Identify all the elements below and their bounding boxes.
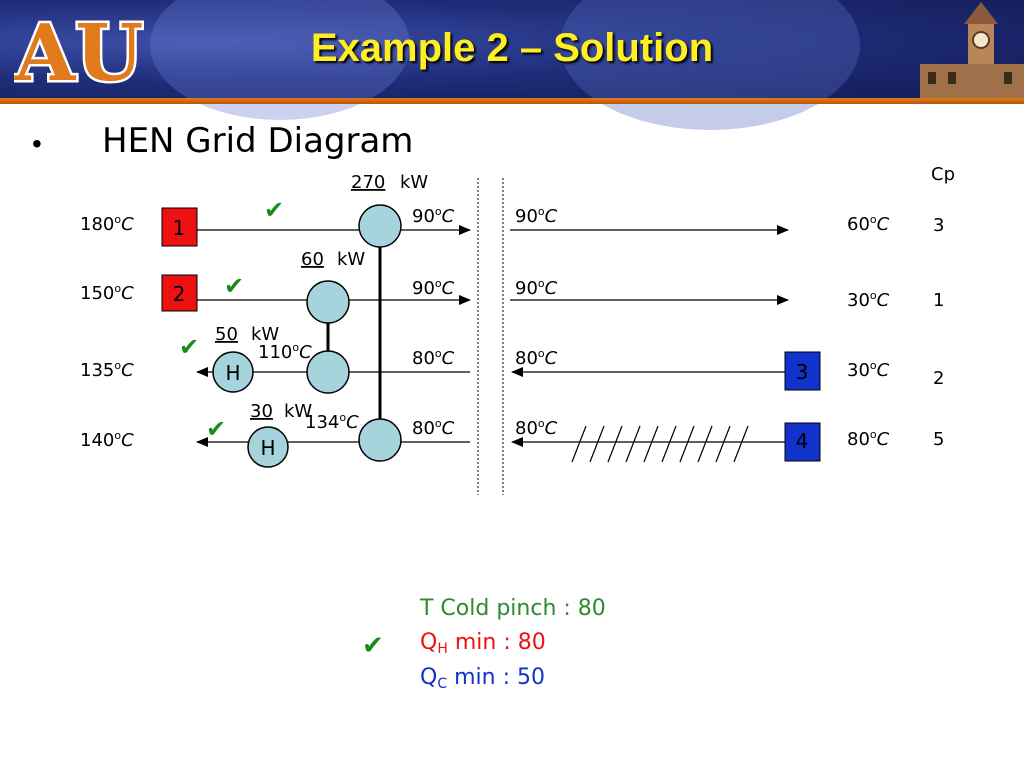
check-mark-icon: ✔ xyxy=(179,333,199,361)
duty-heater-3: 50 kW xyxy=(215,324,279,345)
exchanger-2-3-hot xyxy=(306,280,350,324)
exchanger-1-4-cold xyxy=(358,418,402,462)
stream-1-cp: 3 xyxy=(933,215,944,236)
diagram-heading: HEN Grid Diagram xyxy=(102,121,414,161)
duty-match-2-3: 60 kW xyxy=(301,249,365,270)
header-banner: AU Example 2 – Solution xyxy=(0,0,1024,130)
qc-symbol: Q xyxy=(420,665,438,690)
t-cold-pinch: T Cold pinch : 80 xyxy=(420,596,606,621)
check-mark-icon: ✔ xyxy=(224,272,244,300)
stream-3-pinch-right-temp: 80oC xyxy=(515,347,558,369)
qc-subscript: C xyxy=(437,676,448,692)
stream-3-intermediate-temp: 110oC xyxy=(258,341,312,363)
heater-stream-3-label: H xyxy=(225,361,240,385)
stream-1-id: 1 xyxy=(173,216,186,240)
stream-3-pinch-left-temp: 80oC xyxy=(412,347,455,369)
heater-stream-4 xyxy=(247,426,289,468)
heater-stream-3 xyxy=(212,351,254,393)
stream-1-box xyxy=(161,207,198,247)
qh-value: min : 80 xyxy=(447,630,546,655)
stream-3-cp: 2 xyxy=(933,368,944,389)
duty-match-2-3-value: 60 xyxy=(301,249,324,270)
stream-2-id: 2 xyxy=(173,282,186,306)
exchanger-2-3-cold xyxy=(306,350,350,394)
stream-2-pinch-left-temp: 90oC xyxy=(412,277,455,299)
stream-4-cp: 5 xyxy=(933,429,944,450)
stream-4-pinch-left-temp: 80oC xyxy=(412,417,455,439)
qh-min: QH min : 80 xyxy=(420,630,546,657)
duty-match-1-4: 270 kW xyxy=(351,172,428,193)
stream-4-box xyxy=(784,422,821,462)
svg-text:AU: AU xyxy=(14,8,143,94)
banner-swirl-right xyxy=(560,0,860,130)
cp-header: Cp xyxy=(931,164,955,185)
heater-stream-4-label: H xyxy=(260,436,275,460)
page-title: Example 2 – Solution xyxy=(310,26,714,70)
stream-2-outlet-temp: 30oC xyxy=(847,289,890,311)
stream-2-pinch-right-temp: 90oC xyxy=(515,277,558,299)
duty-heater-4-value: 30 xyxy=(250,401,273,422)
duty-heater-3-value: 50 xyxy=(215,324,238,345)
stream-3-outlet-temp: 135oC xyxy=(80,359,134,381)
stream-1-outlet-temp: 60oC xyxy=(847,213,890,235)
stream-1-pinch-right-temp: 90oC xyxy=(515,205,558,227)
duty-heater-3-unit: kW xyxy=(251,324,279,345)
stream-4-hatch xyxy=(571,425,749,463)
stream-2-inlet-temp: 150oC xyxy=(80,282,134,304)
stream-4-pinch-right-temp: 80oC xyxy=(515,417,558,439)
stream-3-box xyxy=(784,351,821,391)
stream-3-inlet-temp: 30oC xyxy=(847,359,890,381)
check-mark-icon: ✔ xyxy=(264,196,284,224)
qc-value: min : 50 xyxy=(447,665,545,690)
stream-2-box xyxy=(161,274,198,312)
stream-3-id: 3 xyxy=(796,360,809,384)
clock-tower-icon xyxy=(920,2,1024,98)
auburn-logo-icon: AU xyxy=(14,6,144,95)
bullet-point: • xyxy=(32,128,42,159)
qh-subscript: H xyxy=(437,641,448,657)
duty-match-1-4-value: 270 xyxy=(351,172,385,193)
stream-4-id: 4 xyxy=(796,429,809,453)
stream-4-intermediate-temp: 134oC xyxy=(305,411,359,433)
duty-match-2-3-unit: kW xyxy=(337,249,365,270)
stream-4-outlet-temp: 140oC xyxy=(80,429,134,451)
stream-1-pinch-left-temp: 90oC xyxy=(412,205,455,227)
stream-2-cp: 1 xyxy=(933,290,944,311)
qh-symbol: Q xyxy=(420,630,438,655)
stream-1-inlet-temp: 180oC xyxy=(80,213,134,235)
check-mark-icon: ✔ xyxy=(362,631,384,661)
qc-min: QC min : 50 xyxy=(420,665,545,692)
duty-heater-4-unit: kW xyxy=(284,401,312,422)
check-mark-icon: ✔ xyxy=(206,415,226,443)
exchanger-1-4-hot xyxy=(358,204,402,248)
duty-heater-4: 30 kW xyxy=(250,401,312,422)
stream-4-inlet-temp: 80oC xyxy=(847,428,890,450)
duty-match-1-4-unit: kW xyxy=(400,172,428,193)
